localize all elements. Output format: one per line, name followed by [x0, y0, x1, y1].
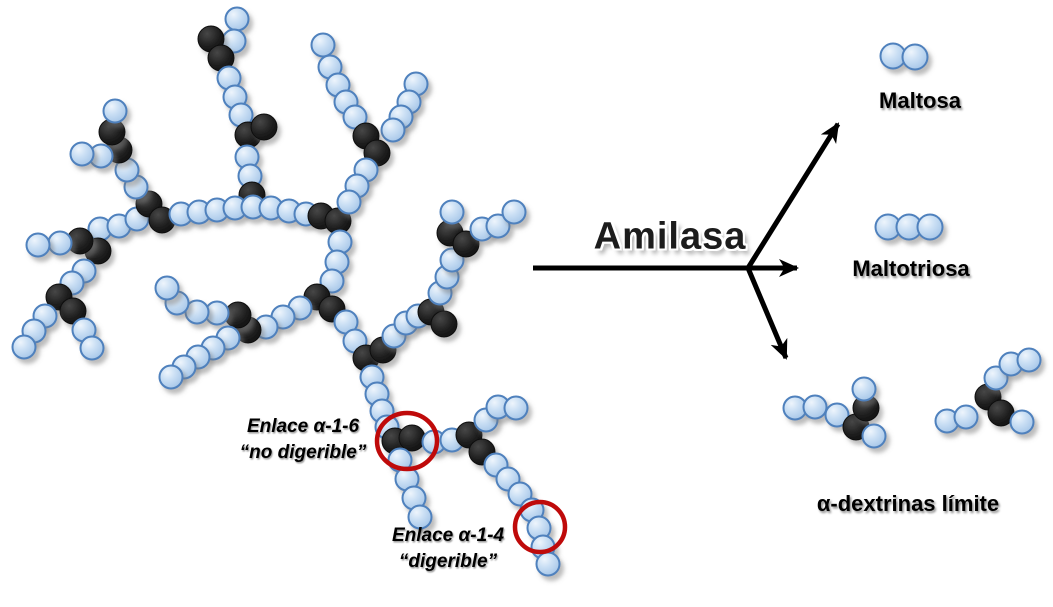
glucose-bead — [824, 402, 850, 428]
glucose-bead — [25, 232, 51, 258]
alpha-1-6-annotation: Enlace α-1-6 “no digerible” — [240, 414, 367, 466]
reaction-arrows — [533, 122, 841, 360]
glucose-bead — [901, 43, 929, 71]
glucose-bead — [11, 334, 37, 360]
alpha-1-6-branch-bead — [59, 297, 87, 325]
alpha-1-4-annotation-line1: Enlace α-1-4 — [391, 525, 505, 546]
glucose-bead — [310, 32, 336, 58]
maltosa-label: Maltosa — [879, 88, 961, 113]
glucose-bead — [69, 141, 95, 167]
polysaccharide-molecule — [11, 6, 561, 577]
glucose-bead — [953, 404, 979, 430]
glucose-bead — [535, 551, 561, 577]
glucose-bead — [407, 504, 433, 530]
glucose-bead — [79, 335, 105, 361]
enzyme-label: Amilasa — [593, 215, 747, 258]
glucose-bead — [916, 213, 944, 241]
alpha-1-6-branch-bead — [430, 310, 458, 338]
maltotriosa-label: Maltotriosa — [852, 256, 970, 281]
glucose-bead — [861, 423, 887, 449]
glucose-bead — [319, 268, 345, 294]
glucose-bead — [380, 117, 406, 143]
alpha-1-4-annotation: Enlace α-1-4 “digerible” — [392, 523, 504, 575]
glucose-bead — [851, 376, 877, 402]
alpha-1-6-annotation-line1: Enlace α-1-6 — [246, 416, 360, 437]
glucose-bead — [439, 199, 465, 225]
glucose-bead — [485, 213, 511, 239]
glucose-bead — [503, 395, 529, 421]
glucose-bead — [802, 394, 828, 420]
glucose-bead — [1009, 409, 1035, 435]
alpha-1-6-branch-bead — [250, 113, 278, 141]
glucose-bead — [154, 275, 180, 301]
alpha-1-4-annotation-line2: “digerible” — [398, 551, 498, 572]
up-arrow — [745, 122, 841, 270]
bond-highlight-ring — [512, 499, 568, 555]
down-arrow — [745, 267, 789, 360]
glucose-bead — [1016, 347, 1042, 373]
glucose-bead — [158, 364, 184, 390]
glucose-bead — [336, 189, 362, 215]
glucose-bead — [224, 6, 250, 32]
alpha-1-6-branch-bead — [398, 424, 426, 452]
limit-dextrins-label: α-dextrinas límite — [816, 491, 1000, 516]
bond-highlight-rings — [374, 410, 568, 555]
glucose-bead — [102, 98, 128, 124]
glucose-bead — [47, 230, 73, 256]
alpha-1-6-annotation-line2: “no digerible” — [239, 442, 367, 463]
alpha-1-6-branch-bead — [452, 230, 480, 258]
maltotriosa-molecule — [874, 213, 944, 241]
glucose-bead — [501, 199, 527, 225]
bond-highlight-ring — [374, 410, 440, 472]
maltosa-molecule — [879, 42, 929, 71]
limit-dextrin-molecules — [782, 347, 1042, 449]
